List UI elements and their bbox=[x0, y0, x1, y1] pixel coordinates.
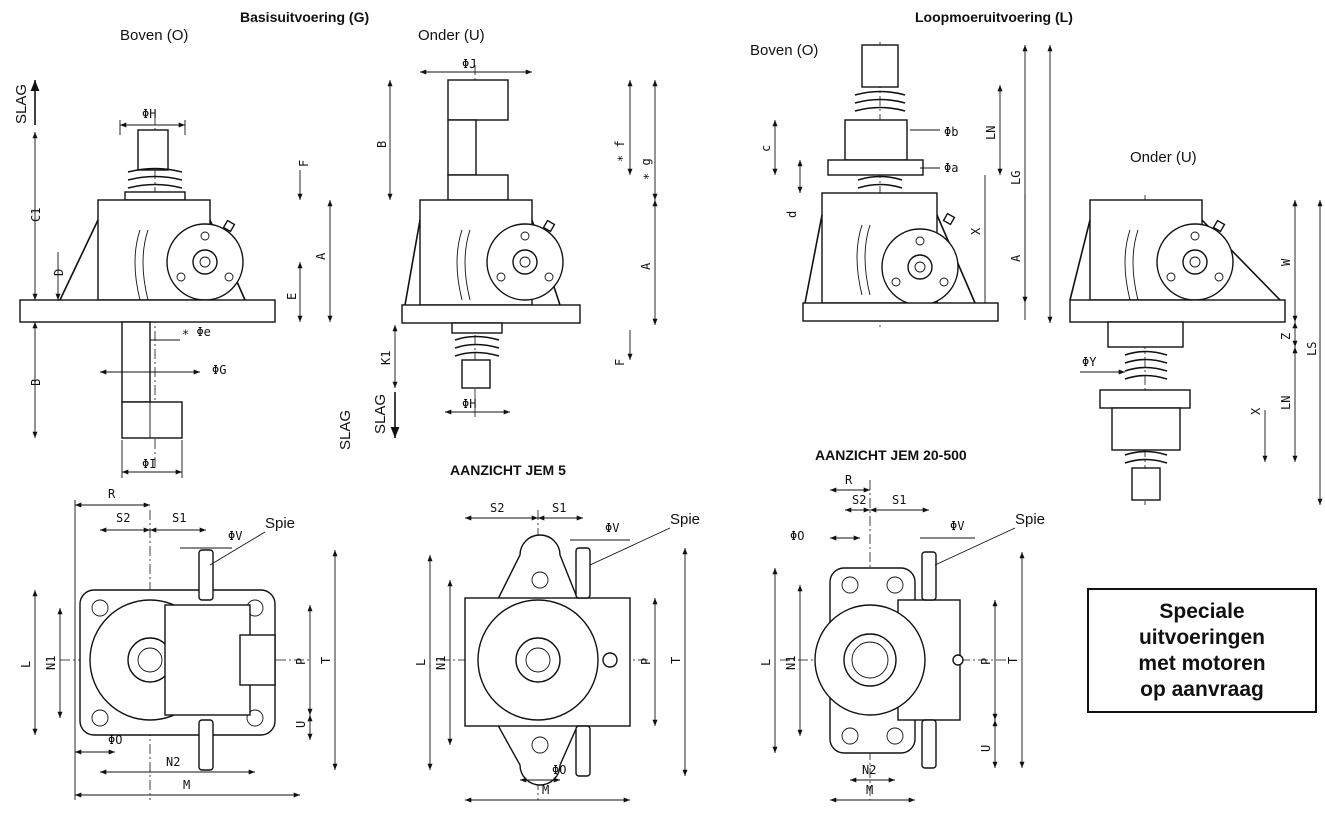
dim-phiV-basic: ΦV bbox=[228, 529, 242, 543]
dim-N1-basic: N1 bbox=[44, 656, 58, 670]
dim-LN-bottom: LN bbox=[1279, 396, 1293, 410]
dim-phiY: ΦY bbox=[1082, 355, 1097, 369]
dim-phiV-jem20: ΦV bbox=[950, 519, 964, 533]
view-plan-basic: R S2 S1 ΦV Spie L N1 P T U ΦO N2 M bbox=[19, 487, 338, 800]
dim-E: E bbox=[285, 293, 299, 300]
view-plan-jem20: R S2 S1 ΦO ΦV Spie L N1 P T U N2 M bbox=[759, 473, 1045, 803]
dim-L-jem20: L bbox=[759, 659, 773, 666]
note-line-3: met motoren bbox=[1138, 651, 1266, 675]
dim-N2-basic: N2 bbox=[166, 755, 180, 769]
view-basic-bottom: ΦJ B ∗ f ∗ g A F K1 ΦH SLAG bbox=[372, 57, 658, 438]
key-label-jem5: Spie bbox=[670, 511, 700, 528]
dim-phiH-bottom: ΦH bbox=[462, 397, 476, 411]
stroke-label-down: SLAG bbox=[372, 394, 389, 434]
dim-U-basic: U bbox=[294, 721, 308, 728]
dim-B-basic: B bbox=[29, 379, 43, 386]
dim-phiI: ΦI bbox=[142, 457, 156, 471]
dim-P-basic: P bbox=[294, 658, 308, 665]
label-bottom-basic: Onder (U) bbox=[418, 27, 485, 44]
note-line-1: Speciale bbox=[1159, 599, 1245, 623]
dim-P-jem5: P bbox=[639, 658, 653, 665]
dim-D: D bbox=[52, 269, 66, 276]
dim-phie: ∗ Φe bbox=[182, 325, 211, 339]
dim-L-basic: L bbox=[19, 661, 33, 668]
label-top-basic: Boven (O) bbox=[120, 27, 188, 44]
dim-c: c bbox=[759, 145, 773, 152]
dim-N1-jem20: N1 bbox=[784, 656, 798, 670]
dim-S1-jem5: S1 bbox=[552, 501, 566, 515]
dim-phiG: ΦG bbox=[212, 363, 226, 377]
dim-A-basic: A bbox=[314, 252, 328, 260]
dim-F-top: F bbox=[297, 160, 311, 167]
dim-phiO-jem20: ΦO bbox=[790, 529, 804, 543]
dim-R-basic: R bbox=[108, 487, 116, 501]
view-nut-top: Φb Φa c d LN LG X A bbox=[759, 42, 1053, 330]
stroke-label-up: SLAG bbox=[13, 84, 30, 124]
stroke-label-basic: SLAG bbox=[337, 410, 354, 450]
dim-phiO-jem5: ΦO bbox=[552, 763, 566, 777]
dim-C1: C1 bbox=[29, 208, 43, 222]
dim-phia: Φa bbox=[944, 161, 958, 175]
heading-basic: Basisuitvoering (G) bbox=[240, 9, 369, 25]
view-basic-top: ΦH C1 D F A E ∗ Φe ΦG B ΦI SLAG SLAG bbox=[13, 80, 354, 478]
dim-LG: LG bbox=[1009, 171, 1023, 185]
note-line-2: uitvoeringen bbox=[1138, 625, 1265, 649]
heading-travelling-nut: Loopmoeruitvoering (L) bbox=[915, 9, 1073, 25]
dim-d: d bbox=[785, 211, 799, 218]
note-box: Speciale uitvoeringen met motoren op aan… bbox=[1087, 588, 1317, 713]
dim-M-basic: M bbox=[183, 778, 190, 792]
dim-S2-basic: S2 bbox=[116, 511, 130, 525]
dim-M-jem20: M bbox=[866, 783, 873, 797]
dim-K1: K1 bbox=[379, 351, 393, 365]
dim-S2-jem20: S2 bbox=[852, 493, 866, 507]
dim-A-bottom: A bbox=[639, 262, 653, 270]
dim-F-bottom: F bbox=[613, 359, 627, 366]
dim-f: ∗ f bbox=[613, 140, 627, 162]
dim-LS: LS bbox=[1305, 342, 1319, 356]
note-line-4: op aanvraag bbox=[1140, 677, 1264, 701]
dim-T-jem20: T bbox=[1006, 657, 1020, 664]
dim-M-jem5: M bbox=[542, 783, 549, 797]
dim-P-jem20: P bbox=[979, 658, 993, 665]
dim-S1-jem20: S1 bbox=[892, 493, 906, 507]
dim-LN-top: LN bbox=[984, 126, 998, 140]
dim-phiJ: ΦJ bbox=[462, 57, 476, 71]
dim-X-top: X bbox=[969, 227, 983, 235]
dim-phib: Φb bbox=[944, 125, 958, 139]
dim-S1-basic: S1 bbox=[172, 511, 186, 525]
dim-X-bottom: X bbox=[1249, 407, 1263, 415]
label-bottom-nut: Onder (U) bbox=[1130, 149, 1197, 166]
view-plan-jem5: S2 S1 ΦV Spie L N1 P T ΦO M bbox=[414, 501, 700, 803]
view-nut-bottom: W Z LS LN X ΦY bbox=[1069, 195, 1323, 505]
dim-L-jem5: L bbox=[414, 659, 428, 666]
dim-R-jem20: R bbox=[845, 473, 853, 487]
dim-N2-jem20: N2 bbox=[862, 763, 876, 777]
key-label-jem20: Spie bbox=[1015, 511, 1045, 528]
dim-Z: Z bbox=[1279, 333, 1293, 340]
dim-phiH: ΦH bbox=[142, 107, 156, 121]
dim-T-jem5: T bbox=[669, 657, 683, 664]
label-top-nut: Boven (O) bbox=[750, 42, 818, 59]
dim-phiO-basic: ΦO bbox=[108, 733, 122, 747]
dim-A-nut: A bbox=[1009, 254, 1023, 262]
dim-B-bottom: B bbox=[375, 141, 389, 148]
heading-view-jem20: AANZICHT JEM 20-500 bbox=[815, 447, 967, 463]
dim-W: W bbox=[1279, 258, 1293, 266]
dim-g: ∗ g bbox=[639, 158, 653, 180]
dim-U-jem20: U bbox=[979, 745, 993, 752]
dim-phiV-jem5: ΦV bbox=[605, 521, 619, 535]
dim-N1-jem5: N1 bbox=[434, 656, 448, 670]
heading-view-jem5: AANZICHT JEM 5 bbox=[450, 462, 566, 478]
dim-T-basic: T bbox=[319, 657, 333, 664]
key-label-basic: Spie bbox=[265, 515, 295, 532]
dim-S2-jem5: S2 bbox=[490, 501, 504, 515]
